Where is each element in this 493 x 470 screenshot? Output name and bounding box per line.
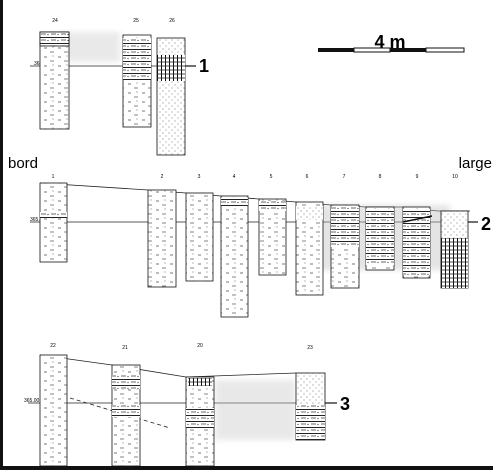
level-label: 365.00 bbox=[24, 398, 40, 404]
section-row-2: 365.00 2 1 2 3 4 5 6 7 8 9 10 bbox=[30, 174, 491, 318]
ground-surface-profile bbox=[39, 354, 297, 378]
column-label: 8 bbox=[379, 174, 382, 180]
dark-layer bbox=[157, 55, 185, 81]
column-label: 20 bbox=[197, 343, 203, 349]
column-label: 24 bbox=[52, 18, 58, 24]
side-label-right: large bbox=[459, 155, 492, 172]
bedding-line bbox=[402, 215, 433, 223]
column-label: 21 bbox=[122, 345, 128, 351]
column-label: 1 bbox=[52, 174, 55, 180]
section-column bbox=[147, 189, 177, 288]
section-row-3: 365.00 3 22 21 20 23 bbox=[24, 343, 350, 467]
shading-blob bbox=[60, 32, 120, 62]
column-label: 10 bbox=[452, 174, 458, 180]
banded-layer bbox=[186, 408, 214, 428]
banded-layer bbox=[40, 212, 67, 218]
banded-layer bbox=[112, 405, 140, 417]
column-label: 7 bbox=[343, 174, 346, 180]
column-label: 22 bbox=[50, 343, 56, 349]
row-marker-2: 2 bbox=[481, 214, 491, 234]
banded-layer bbox=[259, 201, 286, 211]
banded-layer bbox=[331, 207, 359, 247]
level-label: 365.00 bbox=[30, 217, 46, 223]
section-column bbox=[39, 182, 68, 263]
section-column bbox=[39, 354, 68, 467]
frame-left-edge bbox=[0, 0, 3, 470]
scale-bar-segment-2 bbox=[353, 47, 391, 53]
column-label: 4 bbox=[233, 174, 236, 180]
shading-blob bbox=[215, 380, 295, 440]
row-marker-3: 3 bbox=[340, 394, 350, 414]
scale-bar-segment-1 bbox=[318, 48, 354, 52]
cap-layer bbox=[39, 31, 70, 47]
section-row-1: 369.00 1 24 25 26 bbox=[30, 18, 209, 156]
banded-layer bbox=[221, 198, 248, 206]
section-column bbox=[185, 192, 214, 282]
dark-layer bbox=[441, 238, 468, 288]
banded-layer bbox=[296, 206, 323, 220]
banded-layer bbox=[366, 209, 394, 265]
banded-layer bbox=[296, 405, 325, 440]
banded-layer bbox=[112, 375, 140, 389]
column-label: 6 bbox=[306, 174, 309, 180]
dark-layer bbox=[188, 378, 212, 386]
column-label: 25 bbox=[133, 18, 139, 24]
column-label: 26 bbox=[169, 18, 175, 24]
banded-layer bbox=[403, 209, 430, 275]
section-column bbox=[39, 31, 70, 130]
section-column bbox=[220, 195, 249, 318]
scale-bar-segment-3 bbox=[390, 48, 426, 52]
scale-bar-segment-4 bbox=[425, 47, 465, 53]
scale-bar-label: 4 m bbox=[374, 32, 405, 52]
column-label: 23 bbox=[307, 345, 313, 351]
section-column bbox=[258, 198, 287, 276]
row-marker-1: 1 bbox=[199, 56, 209, 76]
banded-layer bbox=[123, 38, 151, 80]
column-label: 2 bbox=[161, 174, 164, 180]
column-label: 9 bbox=[416, 174, 419, 180]
frame-bottom-edge bbox=[0, 466, 493, 470]
column-label: 3 bbox=[198, 174, 201, 180]
scale-bar: 4 m bbox=[318, 32, 465, 53]
side-label-left: bord bbox=[8, 155, 38, 172]
column-label: 5 bbox=[270, 174, 273, 180]
